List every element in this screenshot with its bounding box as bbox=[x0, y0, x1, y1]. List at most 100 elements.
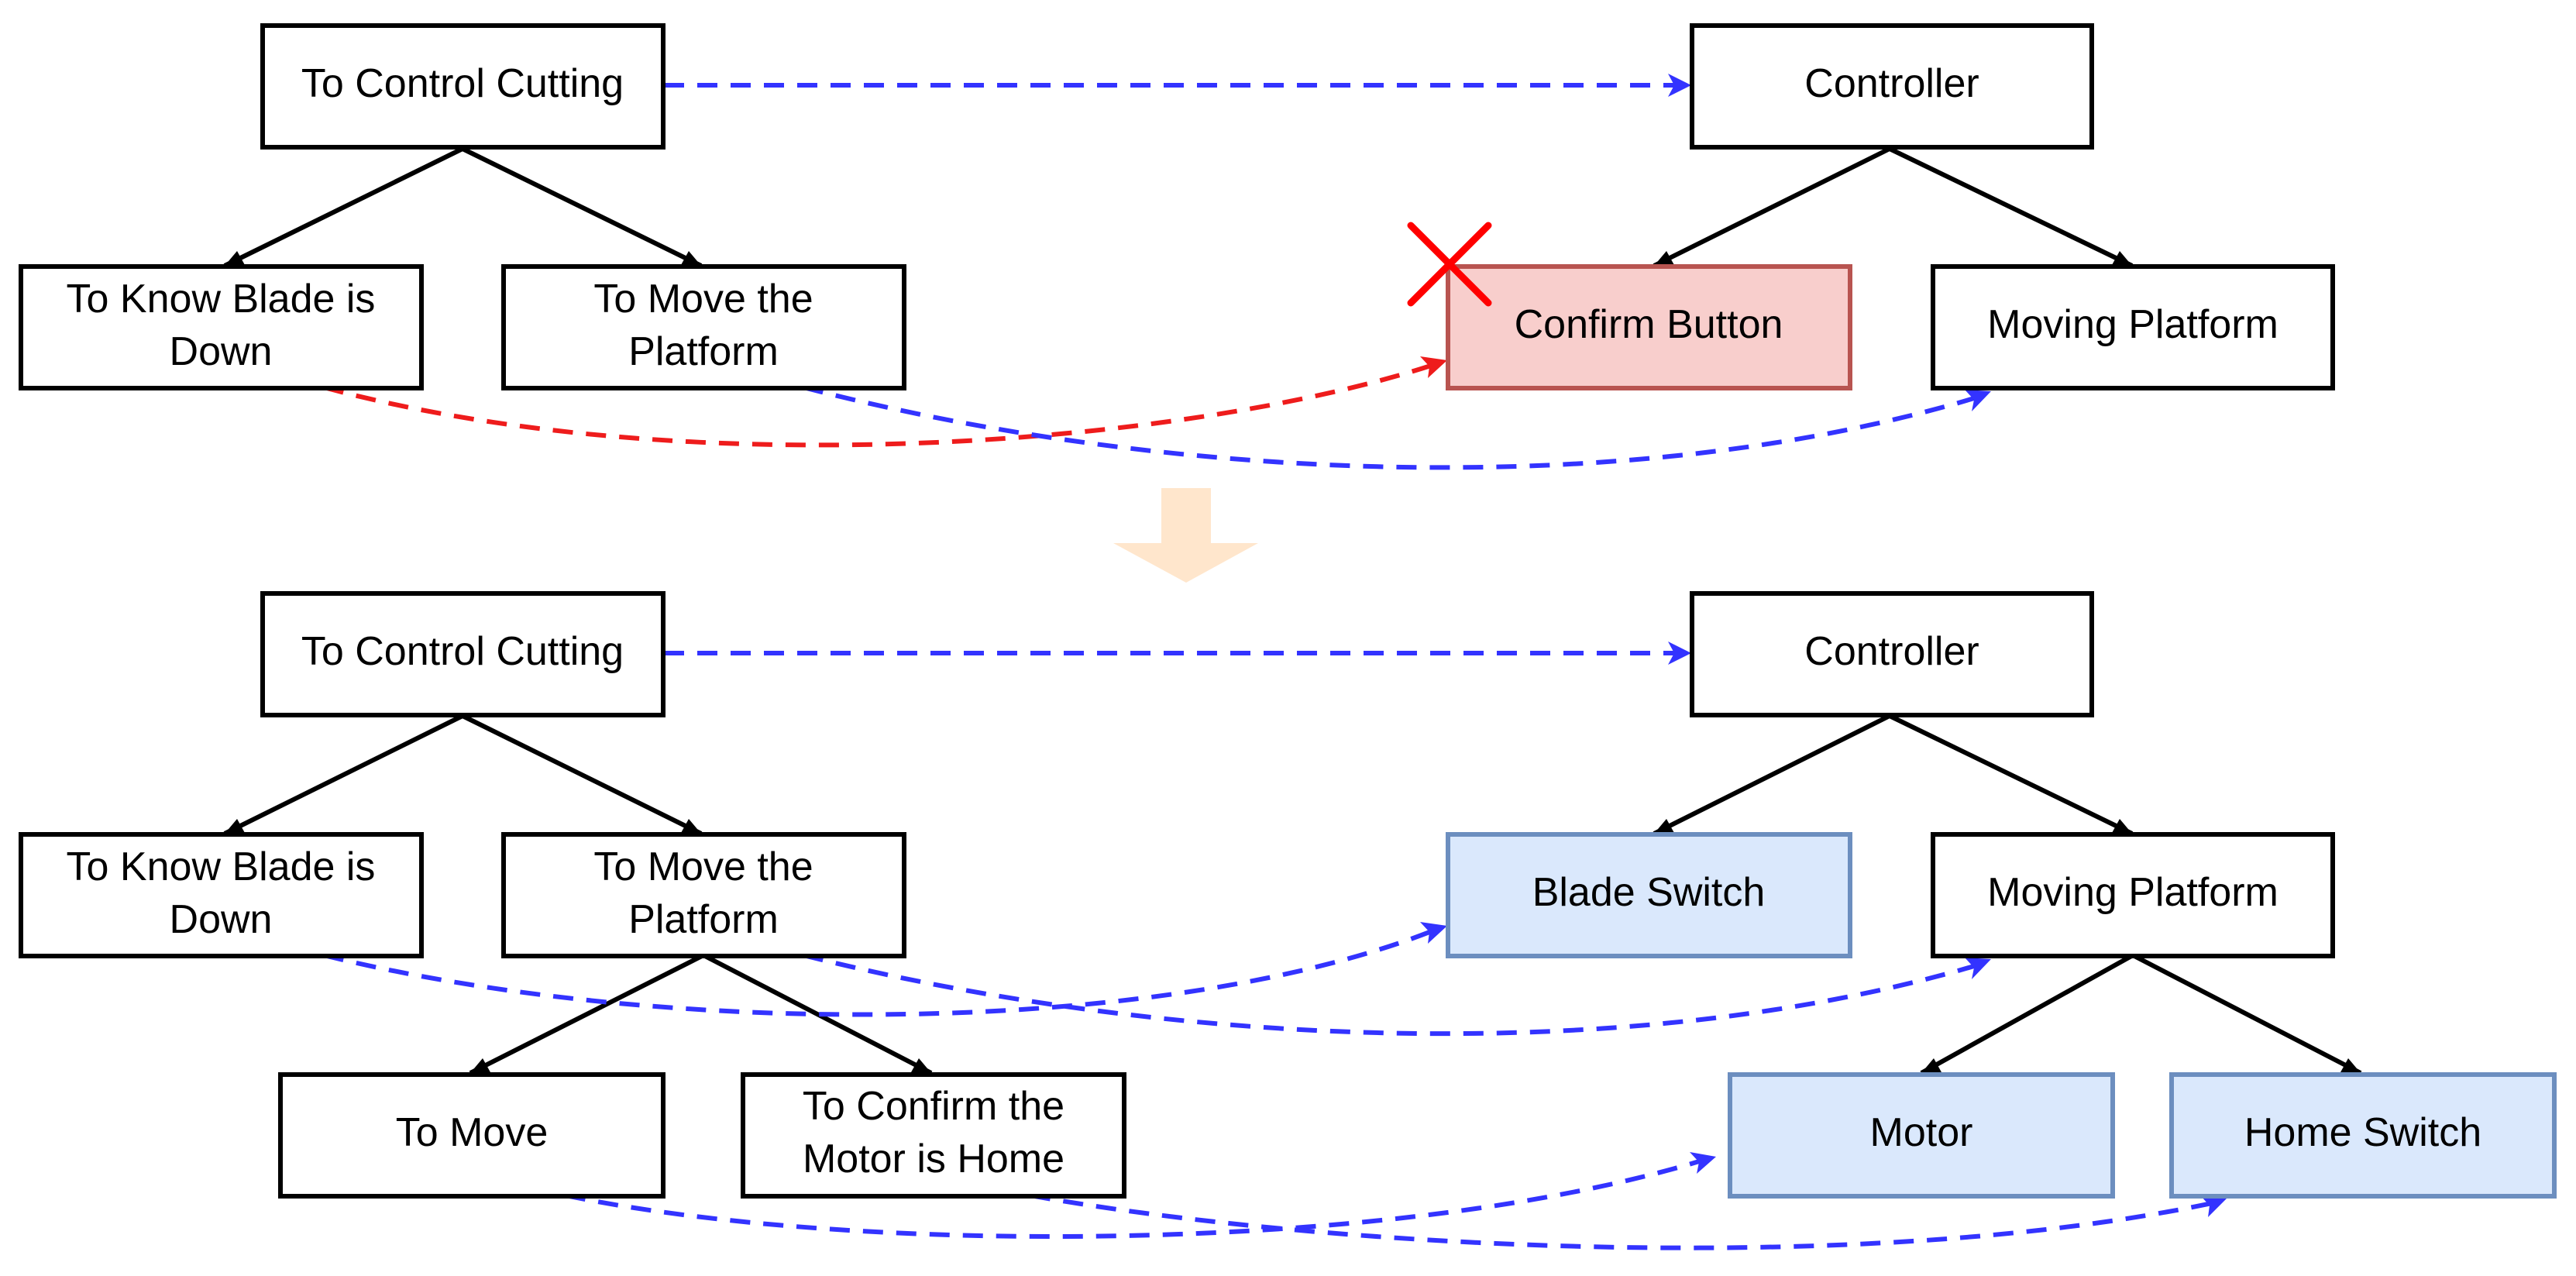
arrowhead bbox=[911, 1058, 931, 1073]
after-component-root-node: Controller bbox=[1690, 591, 2094, 717]
node-label-line: To Control Cutting bbox=[301, 61, 624, 106]
edge-platform-to-motor bbox=[1920, 953, 2134, 1075]
arrowhead bbox=[1668, 74, 1691, 97]
before-function-root-node: To Control Cutting bbox=[260, 23, 665, 150]
node-label-line: To Control Cutting bbox=[301, 629, 624, 674]
node-label-line: Home Switch bbox=[2244, 1110, 2481, 1155]
arrowhead bbox=[1654, 819, 1674, 834]
before-mapping-links bbox=[323, 74, 1991, 470]
cross-icon bbox=[1407, 222, 1492, 307]
down-arrow-icon bbox=[1113, 488, 1258, 583]
after-function-tree-edges bbox=[223, 714, 933, 1075]
arrowhead bbox=[1420, 356, 1447, 378]
after-component-motor-node: Motor bbox=[1728, 1072, 2115, 1199]
edge-root-to-blade bbox=[223, 714, 464, 836]
svg-text:To Control Cutting: To Control Cutting bbox=[301, 629, 624, 674]
node-label-line: To Move the bbox=[593, 844, 813, 889]
link-blade-to-blade-switch bbox=[323, 927, 1437, 1017]
node-label-line: Moving Platform bbox=[1987, 302, 2279, 347]
svg-text:Blade Switch: Blade Switch bbox=[1532, 870, 1766, 915]
after-function-move-node: To Move bbox=[278, 1072, 665, 1199]
link-blade-to-confirm-button bbox=[323, 362, 1436, 448]
node-label-line: To Confirm the bbox=[803, 1084, 1064, 1129]
before-component-confirm-button-node: Confirm Button bbox=[1446, 264, 1852, 390]
node-label-line: Motor bbox=[1870, 1110, 1973, 1155]
link-confirm-home-to-home-switch bbox=[1030, 1193, 2217, 1250]
arrowhead bbox=[2112, 251, 2132, 266]
node-label-line: To Know Blade is bbox=[67, 844, 376, 889]
arrowhead bbox=[681, 251, 701, 266]
arrowhead bbox=[1965, 390, 1991, 411]
arrowhead bbox=[2200, 1195, 2227, 1217]
before-function-tree-edges bbox=[223, 146, 703, 268]
node-label-line: To Move the bbox=[593, 277, 813, 322]
node-label-line: Moving Platform bbox=[1987, 870, 2279, 915]
link-move-platform-to-moving-platform bbox=[803, 953, 1980, 1037]
after-component-home-switch-node: Home Switch bbox=[2169, 1072, 2557, 1199]
edge-move-platform-to-move bbox=[469, 953, 705, 1075]
before-component-moving-platform-node: Moving Platform bbox=[1931, 264, 2335, 390]
svg-text:To Move: To Move bbox=[396, 1110, 549, 1155]
arrowhead bbox=[2112, 819, 2132, 834]
link-move-to-motor bbox=[565, 1157, 1705, 1239]
node-label-line: To Move bbox=[396, 1110, 549, 1155]
arrowhead bbox=[1654, 251, 1674, 266]
node-label-line: Blade Switch bbox=[1532, 870, 1766, 915]
svg-text:Motor: Motor bbox=[1870, 1110, 1973, 1155]
arrowhead bbox=[225, 251, 245, 266]
node-label-line: Motor is Home bbox=[803, 1137, 1064, 1181]
edge-controller-to-platform bbox=[1888, 714, 2134, 836]
edge-root-to-move-platform bbox=[461, 146, 703, 268]
link-move-platform-to-moving-platform bbox=[803, 385, 1980, 470]
after-mapping-links bbox=[323, 641, 2227, 1250]
node-label-line: Platform bbox=[628, 897, 779, 942]
node-label-line: Down bbox=[170, 897, 273, 942]
before-component-root-node: Controller bbox=[1690, 23, 2094, 150]
svg-text:Confirm Button: Confirm Button bbox=[1515, 302, 1783, 347]
arrowhead bbox=[1921, 1058, 1941, 1073]
svg-text:Home Switch: Home Switch bbox=[2244, 1110, 2481, 1155]
after-component-blade-switch-node: Blade Switch bbox=[1446, 832, 1852, 958]
after-function-root-node: To Control Cutting bbox=[260, 591, 665, 717]
svg-text:Controller: Controller bbox=[1804, 629, 1979, 674]
after-function-blade-node: To Know Blade is Down bbox=[19, 832, 424, 958]
arrowhead bbox=[2340, 1058, 2361, 1073]
edge-controller-to-platform bbox=[1888, 146, 2134, 268]
edge-root-to-blade bbox=[223, 146, 464, 268]
after-component-moving-platform-node: Moving Platform bbox=[1931, 832, 2335, 958]
arrowhead bbox=[1690, 1152, 1716, 1174]
arrowhead bbox=[225, 819, 245, 834]
svg-text:Controller: Controller bbox=[1804, 61, 1979, 106]
edge-root-to-move-platform bbox=[461, 714, 703, 836]
node-label-line: Platform bbox=[628, 329, 779, 374]
node-label-line: Controller bbox=[1804, 629, 1979, 674]
edge-controller-to-blade-switch bbox=[1653, 714, 1891, 836]
arrowhead bbox=[1668, 641, 1691, 665]
before-function-blade-node: To Know Blade is Down bbox=[19, 264, 424, 390]
arrowhead bbox=[470, 1058, 490, 1073]
arrowhead bbox=[1420, 922, 1447, 944]
svg-text:Moving Platform: Moving Platform bbox=[1987, 870, 2279, 915]
after-component-tree-edges bbox=[1653, 714, 2362, 1075]
node-label-line: To Know Blade is bbox=[67, 277, 376, 322]
node-label-line: Controller bbox=[1804, 61, 1979, 106]
edge-move-platform-to-confirm-home bbox=[702, 953, 933, 1075]
svg-text:Moving Platform: Moving Platform bbox=[1987, 302, 2279, 347]
arrowhead bbox=[681, 819, 701, 834]
edge-controller-to-confirm bbox=[1653, 146, 1891, 268]
node-label-line: Down bbox=[170, 329, 273, 374]
node-label-line: Confirm Button bbox=[1515, 302, 1783, 347]
edge-platform-to-home-switch bbox=[2131, 953, 2362, 1075]
svg-text:To Control Cutting: To Control Cutting bbox=[301, 61, 624, 106]
